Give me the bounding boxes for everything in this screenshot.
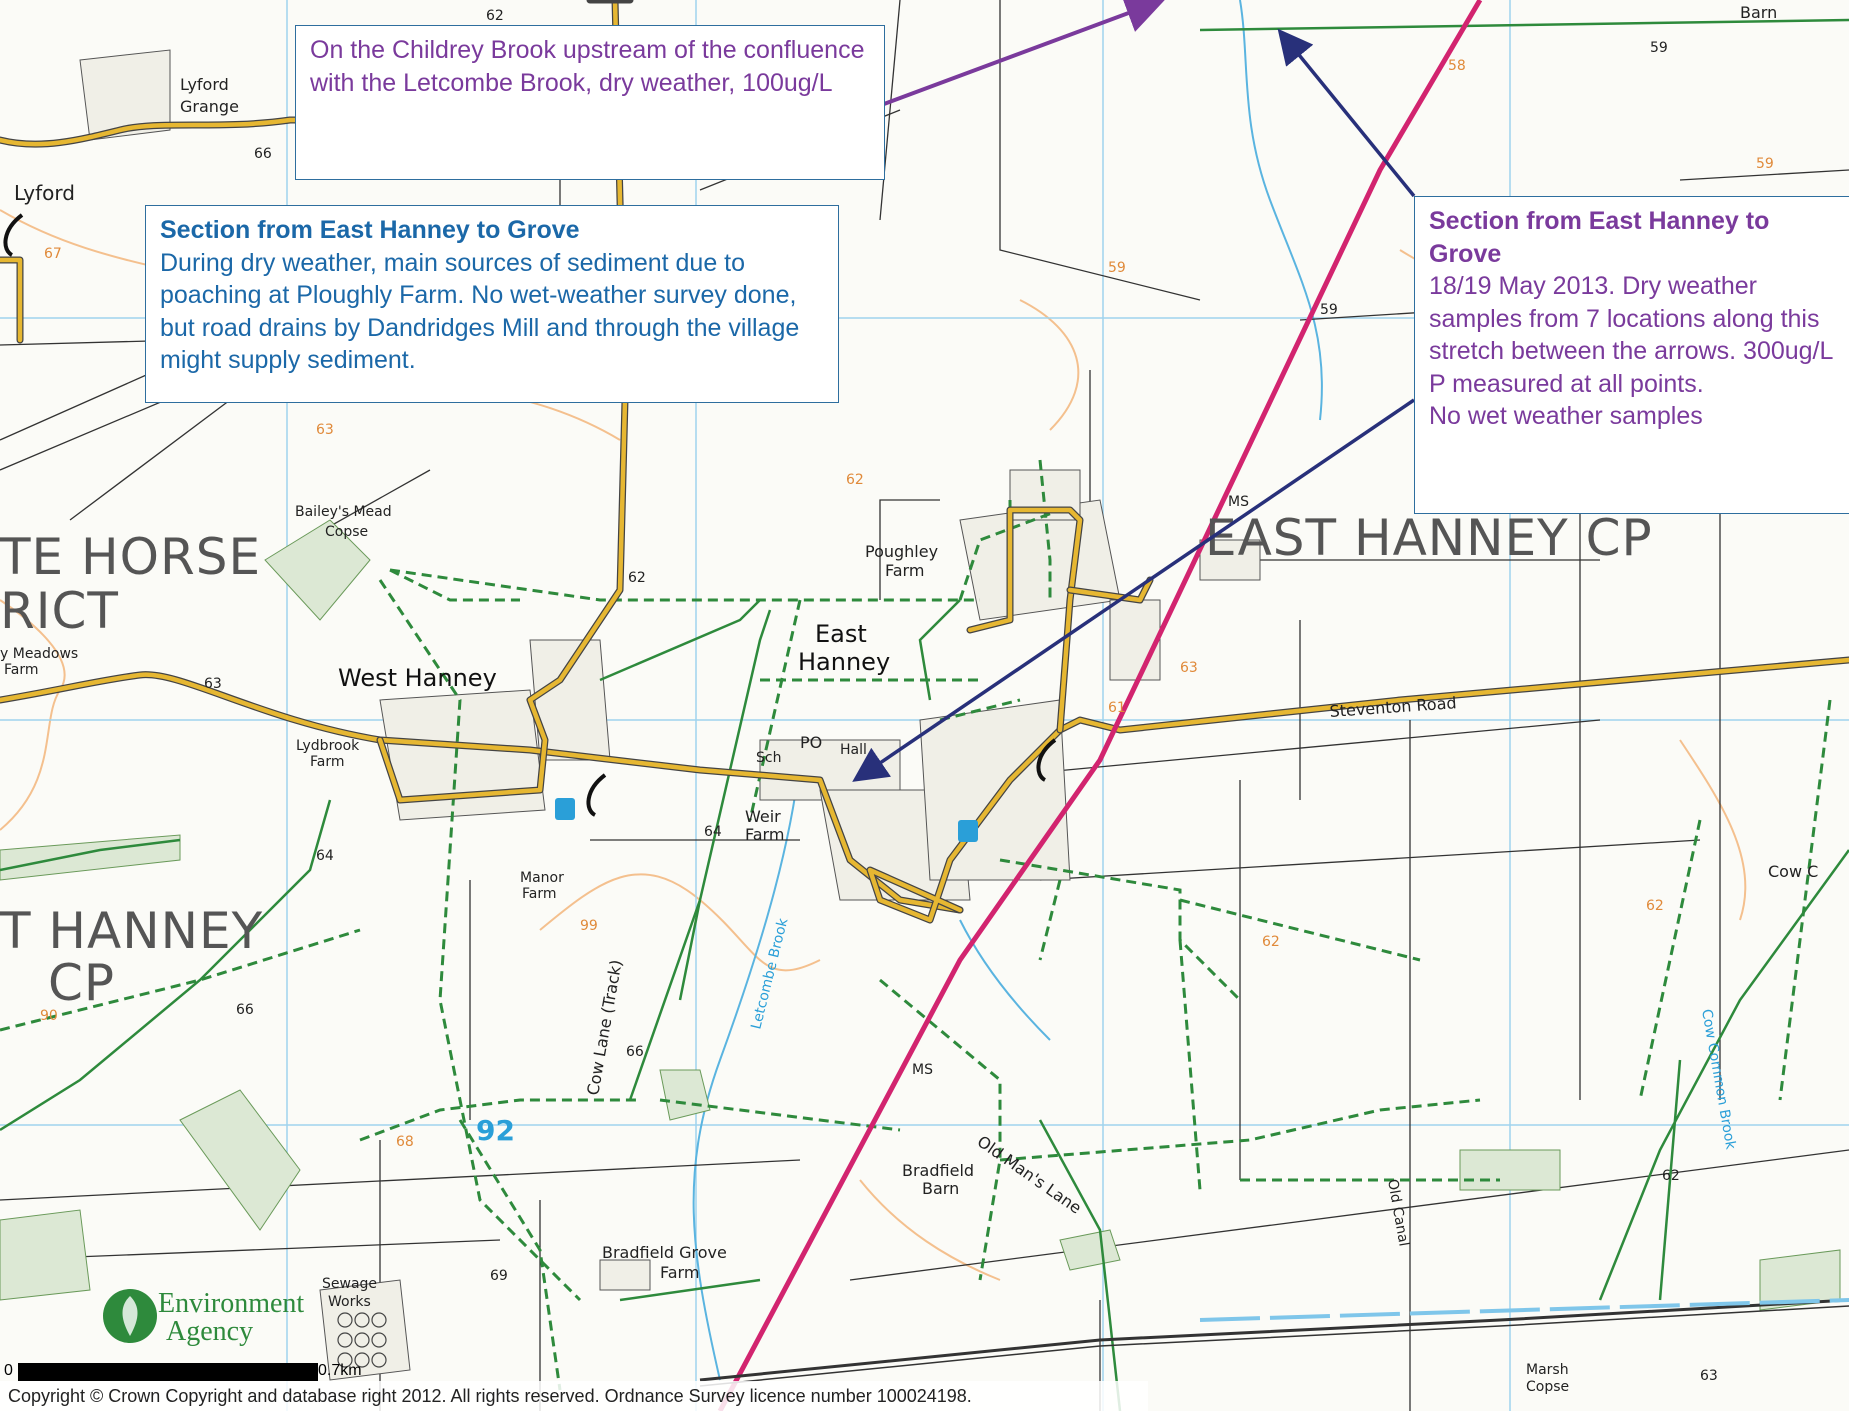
callout-childrey-text: On the Childrey Brook upstream of the co… <box>310 36 865 97</box>
spot-height: 59 <box>1650 40 1668 56</box>
callout-west-section: Section from East Hanney to Grove During… <box>145 205 839 403</box>
logo-line-1: Environment <box>158 1288 305 1319</box>
tap-icon <box>958 820 978 842</box>
spot-height: 66 <box>626 1044 644 1060</box>
place-west-hanney: West Hanney <box>338 664 497 692</box>
parish-horse: TE HORSE <box>0 528 261 586</box>
label-ms: MS <box>1228 494 1249 510</box>
telephone-icon <box>586 773 607 817</box>
telephone-icon <box>1036 738 1057 782</box>
place-meadows-2: Farm <box>4 662 39 678</box>
spot-height: 63 <box>1700 1368 1718 1384</box>
spot-height: 64 <box>316 848 334 864</box>
place-east-hanney-2: Hanney <box>798 648 890 676</box>
environment-agency-name: Environment Agency <box>158 1290 304 1346</box>
grid-number: 92 <box>476 1114 515 1147</box>
callout-west-body: During dry weather, main sources of sedi… <box>160 248 800 375</box>
contour-label: 59 <box>1108 260 1126 276</box>
tap-icon <box>555 798 575 820</box>
place-baileys-mead: Bailey's Mead <box>295 504 392 520</box>
arrow-downstream <box>852 398 1415 782</box>
contour-label: 63 <box>316 422 334 438</box>
arrow-upstream <box>1277 28 1416 198</box>
callout-childrey-brook: On the Childrey Brook upstream of the co… <box>295 25 885 180</box>
place-meadows: y Meadows <box>0 646 78 662</box>
spot-height: 69 <box>490 1268 508 1284</box>
place-lydbrook: Lydbrook <box>296 738 360 754</box>
spot-height: 62 <box>1662 1168 1680 1184</box>
contour-label: 67 <box>44 246 62 262</box>
contour-label: 58 <box>1448 58 1466 74</box>
place-east-hanney: East <box>815 620 867 648</box>
spot-height: 59 <box>1320 302 1338 318</box>
place-poughley-2: Farm <box>885 561 924 580</box>
contour-label: 90 <box>40 1008 58 1024</box>
callout-east-section: Section from East Hanney to Grove 18/19 … <box>1414 196 1849 514</box>
parish-t-hanney: T HANNEY <box>0 902 263 960</box>
place-weir: Weir <box>745 807 781 826</box>
place-sewage: Sewage <box>322 1276 377 1292</box>
place-cow-c: Cow C <box>1768 862 1818 881</box>
callout-east-line2: No wet weather samples <box>1429 402 1703 430</box>
place-school: Sch <box>756 750 781 766</box>
place-lydbrook-2: Farm <box>310 754 345 770</box>
place-marsh-2: Copse <box>1526 1379 1569 1395</box>
contour-label: 68 <box>396 1134 414 1150</box>
contour-label: 61 <box>1108 700 1126 716</box>
place-hall: Hall <box>840 742 867 758</box>
place-barn: Barn <box>1740 3 1777 22</box>
place-po: PO <box>800 733 822 752</box>
spot-height: 63 <box>204 676 222 692</box>
place-bradfield-grove: Bradfield Grove <box>602 1243 727 1262</box>
environment-agency-logo <box>103 1289 157 1343</box>
telephone-icon <box>3 213 24 257</box>
callout-east-heading: Section from East Hanney to Grove <box>1429 207 1770 268</box>
spot-height: 62 <box>628 570 646 586</box>
place-sewage-2: Works <box>328 1294 371 1310</box>
spot-height: 66 <box>254 146 272 162</box>
contour-label: 62 <box>1262 934 1280 950</box>
arrow-childrey <box>883 0 1166 106</box>
scale-bar <box>18 1363 318 1381</box>
place-poughley: Poughley <box>865 542 938 561</box>
place-bradfield-barn-2: Barn <box>922 1179 959 1198</box>
scale-zero: 0 <box>4 1362 13 1379</box>
logo-line-2: Agency <box>166 1316 254 1347</box>
place-bradfield-barn: Bradfield <box>902 1161 974 1180</box>
label-ms-2: MS <box>912 1062 933 1078</box>
parish-east-hanney: EAST HANNEY CP <box>1205 509 1653 567</box>
place-bradfield-grove-2: Farm <box>660 1263 699 1282</box>
place-manor-2: Farm <box>522 886 557 902</box>
place-lyford: Lyford <box>14 181 75 205</box>
scale-end: 0.7km <box>318 1362 362 1379</box>
callout-east-line1: 18/19 May 2013. Dry weather samples from… <box>1429 272 1833 398</box>
parish-rict: RICT <box>0 582 119 640</box>
spot-height: 62 <box>486 8 504 24</box>
callout-west-heading: Section from East Hanney to Grove <box>160 216 580 244</box>
contour-label: 59 <box>1756 156 1774 172</box>
spot-height: 66 <box>236 1002 254 1018</box>
spot-height: 64 <box>704 824 722 840</box>
place-baileys-mead-2: Copse <box>325 524 368 540</box>
contour-label: 99 <box>580 918 598 934</box>
place-marsh: Marsh <box>1526 1362 1569 1378</box>
place-manor: Manor <box>520 870 564 886</box>
contour-label: 62 <box>1646 898 1664 914</box>
contour-label: 63 <box>1180 660 1198 676</box>
place-lyford-grange-2: Grange <box>180 97 239 116</box>
contour-label: 62 <box>846 472 864 488</box>
place-weir-2: Farm <box>745 825 784 844</box>
copyright-notice: Copyright © Crown Copyright and database… <box>0 1381 1148 1411</box>
parish-cp: CP <box>48 954 115 1012</box>
place-lyford-grange: Lyford <box>180 75 229 94</box>
